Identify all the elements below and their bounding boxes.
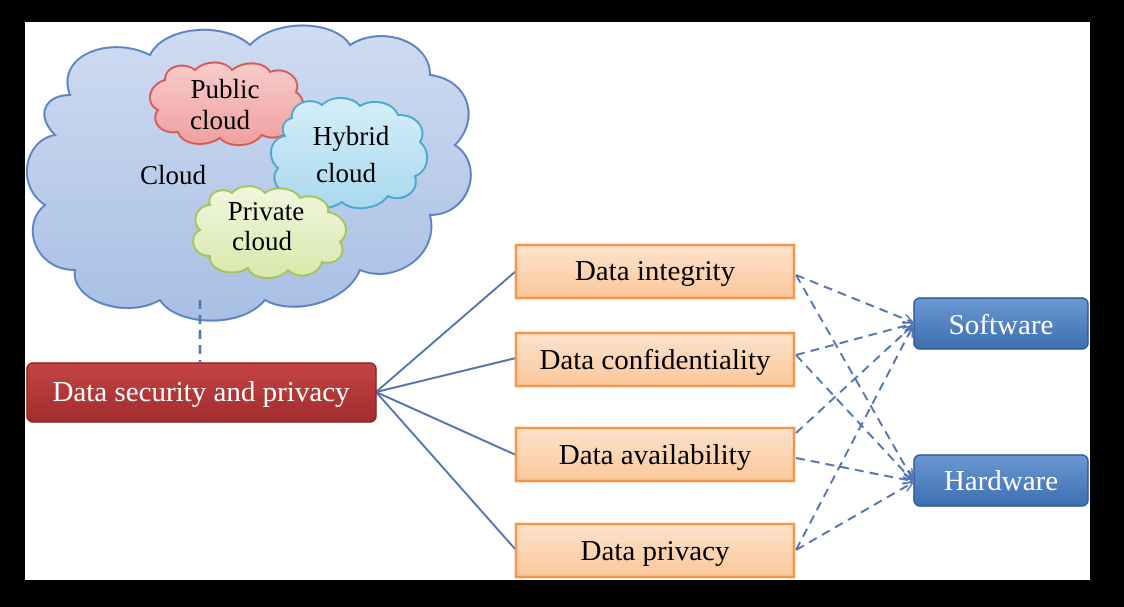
aspect-label-integrity: Data integrity (575, 255, 736, 287)
connector-integrity (375, 270, 517, 393)
arrow-privacy-software (795, 328, 912, 551)
arrow-privacy-hardware (795, 483, 912, 551)
cloud-shape (26, 24, 472, 322)
arrow-confidentiality-software (795, 324, 912, 356)
hybrid-cloud-label-line1: Hybrid (313, 121, 390, 151)
private-cloud-label-line1: Private (228, 196, 304, 226)
root-aspect-connectors (375, 270, 517, 551)
aspect-node-availability: Data availability (514, 426, 796, 483)
hybrid-cloud-label-line2: cloud (316, 158, 376, 188)
connector-privacy (375, 391, 517, 551)
target-label-hardware: Hardware (944, 465, 1058, 497)
cloud-label: Cloud (140, 160, 207, 190)
arrow-integrity-software (795, 274, 912, 322)
arrow-integrity-hardware (795, 274, 912, 478)
target-node-hardware: Hardware (913, 454, 1089, 507)
aspect-label-confidentiality: Data confidentiality (539, 344, 771, 376)
aspect-label-privacy: Data privacy (581, 535, 730, 567)
arrow-confidentiality-hardware (795, 354, 912, 480)
private-cloud-shape (192, 185, 347, 279)
arrow-availability-software (795, 326, 912, 434)
aspect-node-confidentiality: Data confidentiality (514, 331, 796, 388)
private-cloud-label-line2: cloud (232, 226, 292, 256)
root-label: Data security and privacy (52, 376, 350, 408)
arrow-availability-hardware (795, 457, 912, 481)
connector-confidentiality (375, 357, 517, 393)
target-label-software: Software (949, 309, 1054, 341)
aspect-target-connectors (795, 274, 912, 551)
target-node-software: Software (913, 297, 1089, 350)
aspect-node-integrity: Data integrity (514, 243, 796, 300)
hybrid-cloud-shape (269, 97, 429, 210)
aspect-label-availability: Data availability (559, 439, 752, 471)
public-cloud-label-line1: Public (190, 74, 259, 104)
aspect-node-privacy: Data privacy (514, 522, 796, 579)
root-node: Data security and privacy (26, 362, 377, 423)
public-cloud-label-line2: cloud (190, 105, 250, 135)
connector-availability (375, 391, 517, 456)
